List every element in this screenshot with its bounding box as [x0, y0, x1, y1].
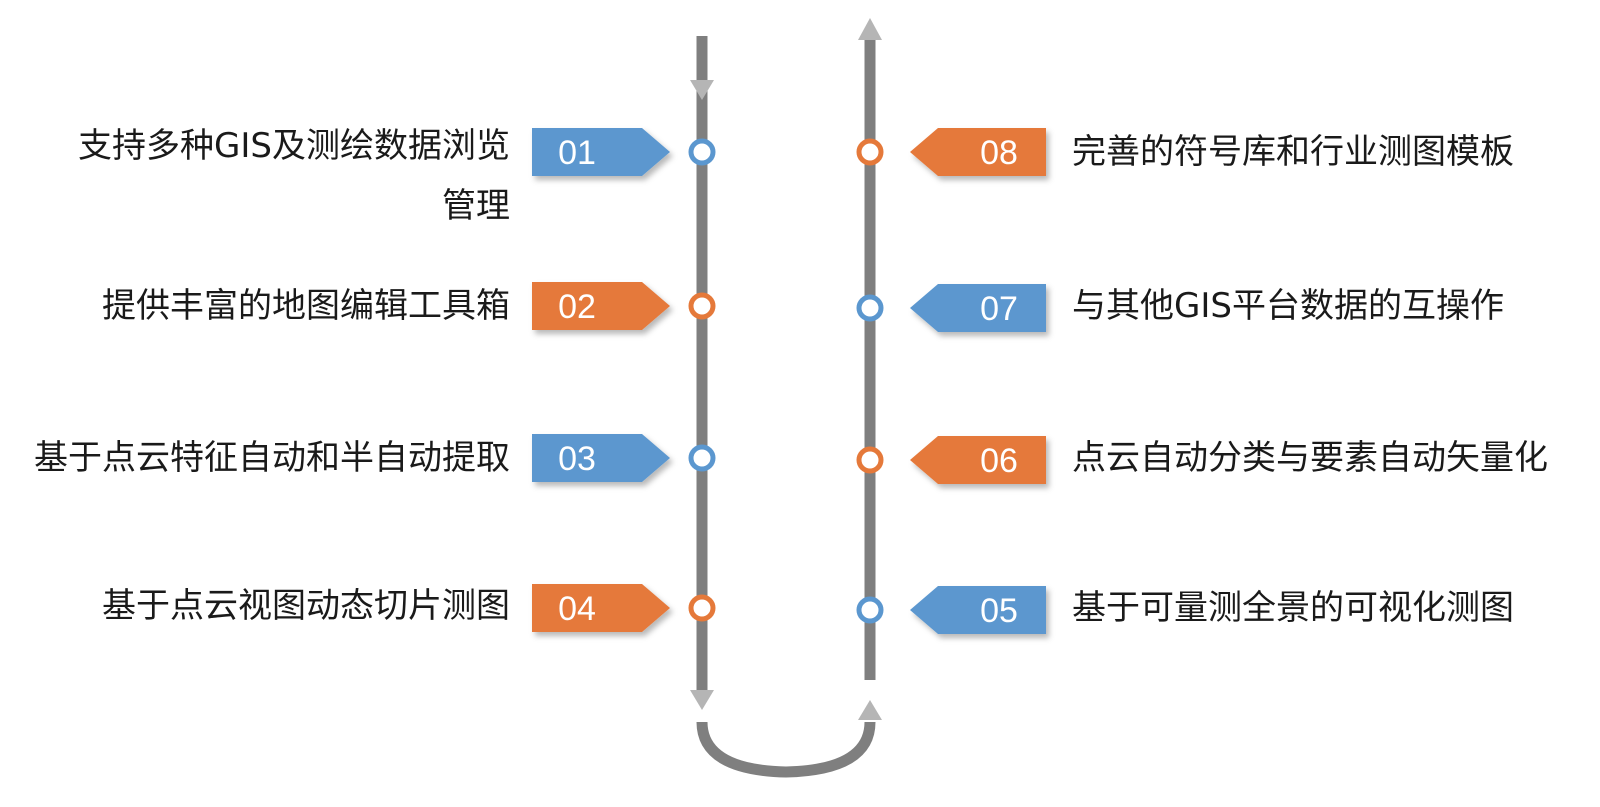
- step-tag-03: 03: [532, 434, 670, 482]
- step-node-05: [856, 596, 884, 624]
- item-label-01: 支持多种GIS及测绘数据浏览 管理: [78, 126, 510, 226]
- step-number-08: 08: [980, 134, 1018, 172]
- step-node-06: [856, 446, 884, 474]
- step-tag-shape-02: [532, 282, 670, 330]
- step-number-03: 03: [558, 440, 596, 478]
- step-number-05: 05: [980, 592, 1018, 630]
- step-tag-04: 04: [532, 584, 670, 632]
- up-arrow-top: [858, 18, 882, 40]
- step-tag-07: 07: [910, 284, 1046, 332]
- step-number-01: 01: [558, 134, 596, 172]
- step-node-03: [688, 444, 716, 472]
- down-arrow-bottom: [690, 690, 714, 710]
- step-node-04: [688, 594, 716, 622]
- item-label-02: 提供丰富的地图编辑工具箱: [102, 286, 510, 326]
- item-label-03: 基于点云特征自动和半自动提取: [34, 438, 510, 478]
- step-tag-shape-05: [910, 586, 1046, 634]
- step-tag-shape-04: [532, 584, 670, 632]
- step-number-06: 06: [980, 442, 1018, 480]
- step-tag-shape-01: [532, 128, 670, 176]
- step-node-07: [856, 294, 884, 322]
- step-node-02: [688, 292, 716, 320]
- u-turn-connector: [696, 721, 876, 778]
- step-number-04: 04: [558, 590, 596, 628]
- step-tag-shape-08: [910, 128, 1046, 176]
- step-tag-shape-06: [910, 436, 1046, 484]
- item-label-08: 完善的符号库和行业测图模板: [1072, 132, 1514, 172]
- step-number-07: 07: [980, 290, 1018, 328]
- item-label-06: 点云自动分类与要素自动矢量化: [1072, 438, 1548, 478]
- step-tag-shape-03: [532, 434, 670, 482]
- down-arrow-top: [690, 80, 714, 100]
- up-arrow-bottom: [858, 700, 882, 720]
- step-node-01: [688, 138, 716, 166]
- step-tag-02: 02: [532, 282, 670, 330]
- step-number-02: 02: [558, 288, 596, 326]
- step-tag-shape-07: [910, 284, 1046, 332]
- step-tag-06: 06: [910, 436, 1046, 484]
- step-tag-01: 01: [532, 128, 670, 176]
- step-tag-08: 08: [910, 128, 1046, 176]
- step-node-08: [856, 138, 884, 166]
- item-label-04: 基于点云视图动态切片测图: [102, 586, 510, 626]
- step-tag-05: 05: [910, 586, 1046, 634]
- item-label-07: 与其他GIS平台数据的互操作: [1072, 286, 1504, 326]
- item-label-05: 基于可量测全景的可视化测图: [1072, 588, 1514, 628]
